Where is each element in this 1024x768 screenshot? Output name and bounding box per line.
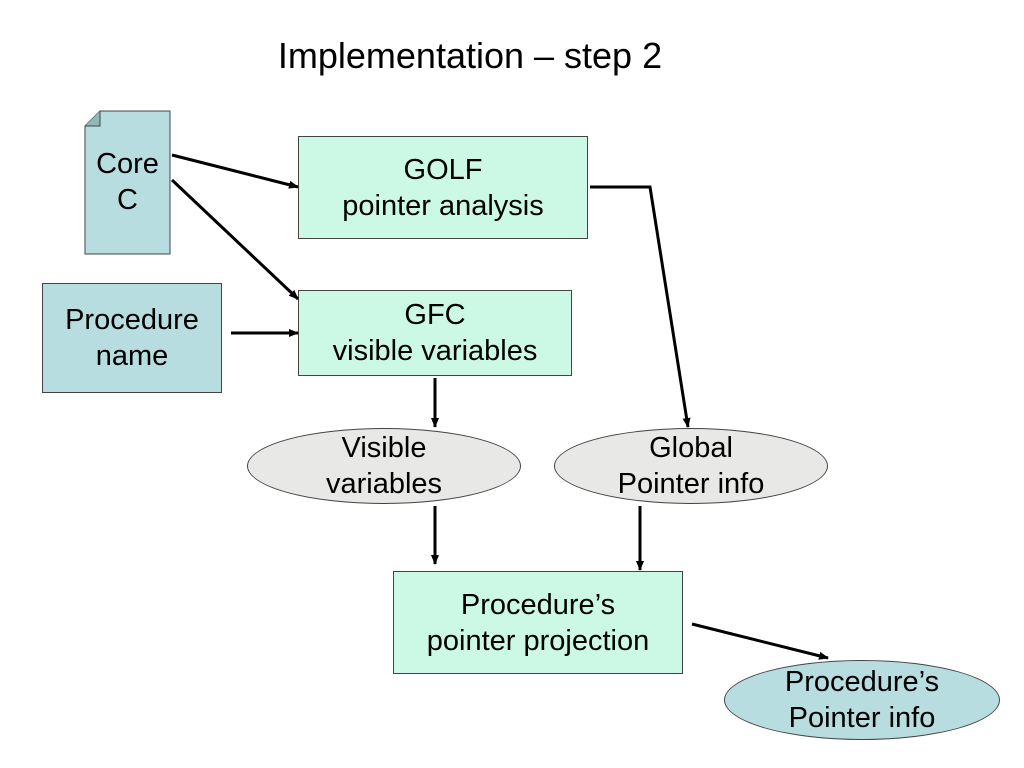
golf-line1: GOLF [403,153,483,186]
slide-title: Implementation – step 2 [277,35,663,76]
procedure-pointer-info-line2: Pointer info [788,702,936,734]
core-c-label: Core C [84,146,171,218]
procedure-name-box: Procedure name [42,283,222,393]
pointer-projection-box: Procedure’s pointer projection [393,571,683,674]
core-c-document-icon [84,110,171,255]
gfc-line2: visible variables [332,335,538,367]
global-pointer-info-line1: Global [649,432,733,464]
projection-line1: Procedure’s [460,588,616,621]
procedure-pointer-info-ellipse: Procedure’s Pointer info [724,660,1000,740]
golf-pointer-analysis-box: GOLF pointer analysis [298,136,588,239]
global-pointer-info-line2: Pointer info [617,468,765,500]
core-c-line2: C [117,184,138,216]
arrow-golf-to-global [590,185,691,428]
global-pointer-info-ellipse: Global Pointer info [554,428,828,504]
core-c-line1: Core [96,148,159,180]
arrow-core-to-golf [171,153,299,189]
visible-variables-line1: Visible [341,432,427,464]
arrow-core-to-gfc [170,178,300,301]
visible-variables-line2: variables [325,468,443,500]
procedure-name-line2: name [95,340,169,372]
projection-line2: pointer projection [426,624,650,657]
procedure-name-line1: Procedure [65,304,199,336]
gfc-line1: GFC [404,299,466,331]
gfc-visible-variables-box: GFC visible variables [298,290,572,376]
arrow-projection-to-output [691,622,829,660]
visible-variables-ellipse: Visible variables [247,428,521,504]
golf-line2: pointer analysis [342,189,544,222]
procedure-pointer-info-line1: Procedure’s [784,666,940,698]
